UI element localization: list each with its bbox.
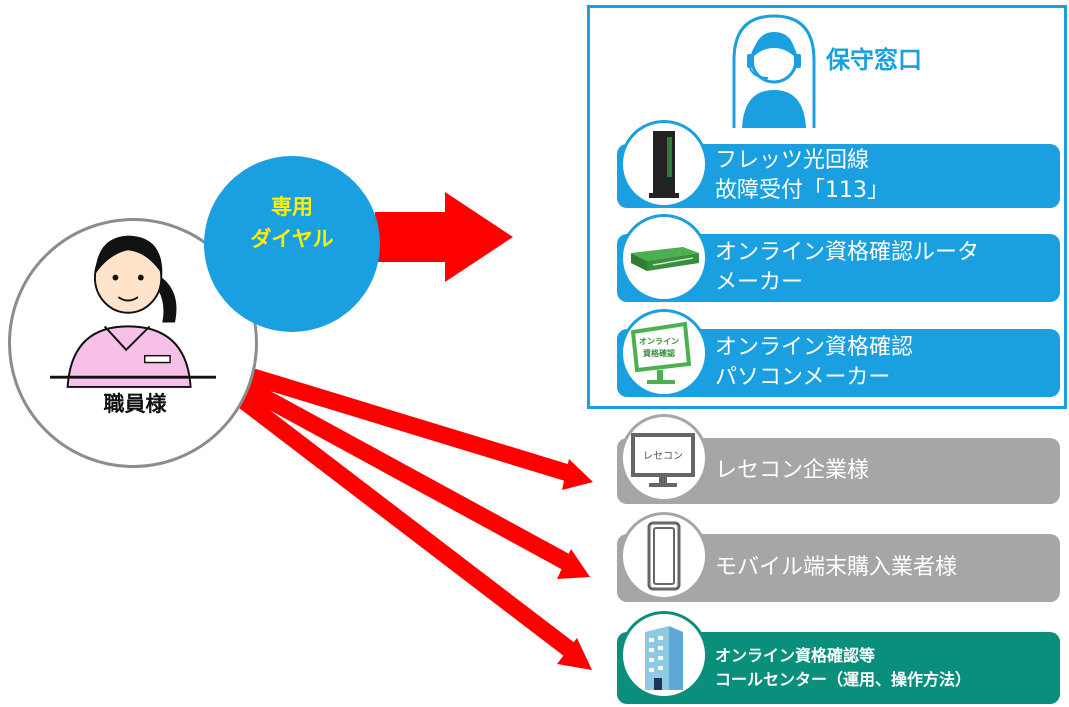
- pc-screen-label-1: オンライン: [639, 337, 679, 346]
- dial-arrow: [375, 192, 513, 282]
- pc-maker-line2: パソコンメーカー: [715, 365, 891, 390]
- staff-person-icon: [50, 235, 216, 388]
- reseco-monitor-icon: レセコン: [631, 433, 695, 487]
- office-building-icon: [645, 626, 683, 690]
- arrowhead-mobile: [557, 549, 590, 579]
- call-center-line1: オンライン資格確認等: [715, 646, 876, 665]
- reseco-icon-circle: レセコン: [620, 414, 708, 502]
- green-router-icon: [631, 247, 699, 271]
- fletts-line1: フレッツ光回線: [715, 148, 870, 173]
- mobile-icon-circle: [620, 512, 708, 600]
- mobile-vendor-label: モバイル端末購入業者様: [715, 555, 958, 580]
- reseco-vendor-label: レセコン企業様: [715, 458, 870, 483]
- operator-icon: [732, 14, 816, 128]
- call-center-line2: コールセンター（運用、操作方法）: [715, 670, 972, 689]
- router-icon-circle: [620, 214, 708, 302]
- dial-line2: ダイヤル: [250, 227, 334, 251]
- dial-line1: 専用: [271, 195, 313, 219]
- maintenance-title: 保守窓口: [826, 46, 922, 74]
- arrow-line-mobile: [242, 380, 573, 571]
- pc-icon-circle: オンライン 資格確認: [620, 309, 708, 397]
- arrowhead-callcenter: [557, 638, 592, 670]
- arrowhead-reseco: [562, 459, 593, 490]
- router-tower-icon-circle: [620, 120, 708, 208]
- mobile-device-icon: [647, 521, 681, 591]
- router-line1: オンライン資格確認ルータ: [715, 240, 980, 265]
- optical-router-icon: [649, 131, 679, 198]
- arrow-line-callcenter: [234, 391, 576, 657]
- dedicated-dial-circle: [204, 156, 380, 332]
- reseco-screen-label: レセコン: [643, 450, 683, 462]
- pc-screen-label-2: 資格確認: [643, 348, 675, 358]
- dedicated-dial-label: 専用 ダイヤル: [204, 191, 380, 255]
- arrow-line-reseco: [247, 367, 571, 482]
- staff-label: 職員様: [103, 392, 167, 416]
- fletts-line2: 故障受付「113」: [715, 178, 889, 203]
- router-line2: メーカー: [715, 270, 804, 295]
- pc-maker-line1: オンライン資格確認: [715, 335, 914, 360]
- pc-monitor-icon: オンライン 資格確認: [630, 321, 692, 384]
- building-icon-circle: [620, 611, 708, 699]
